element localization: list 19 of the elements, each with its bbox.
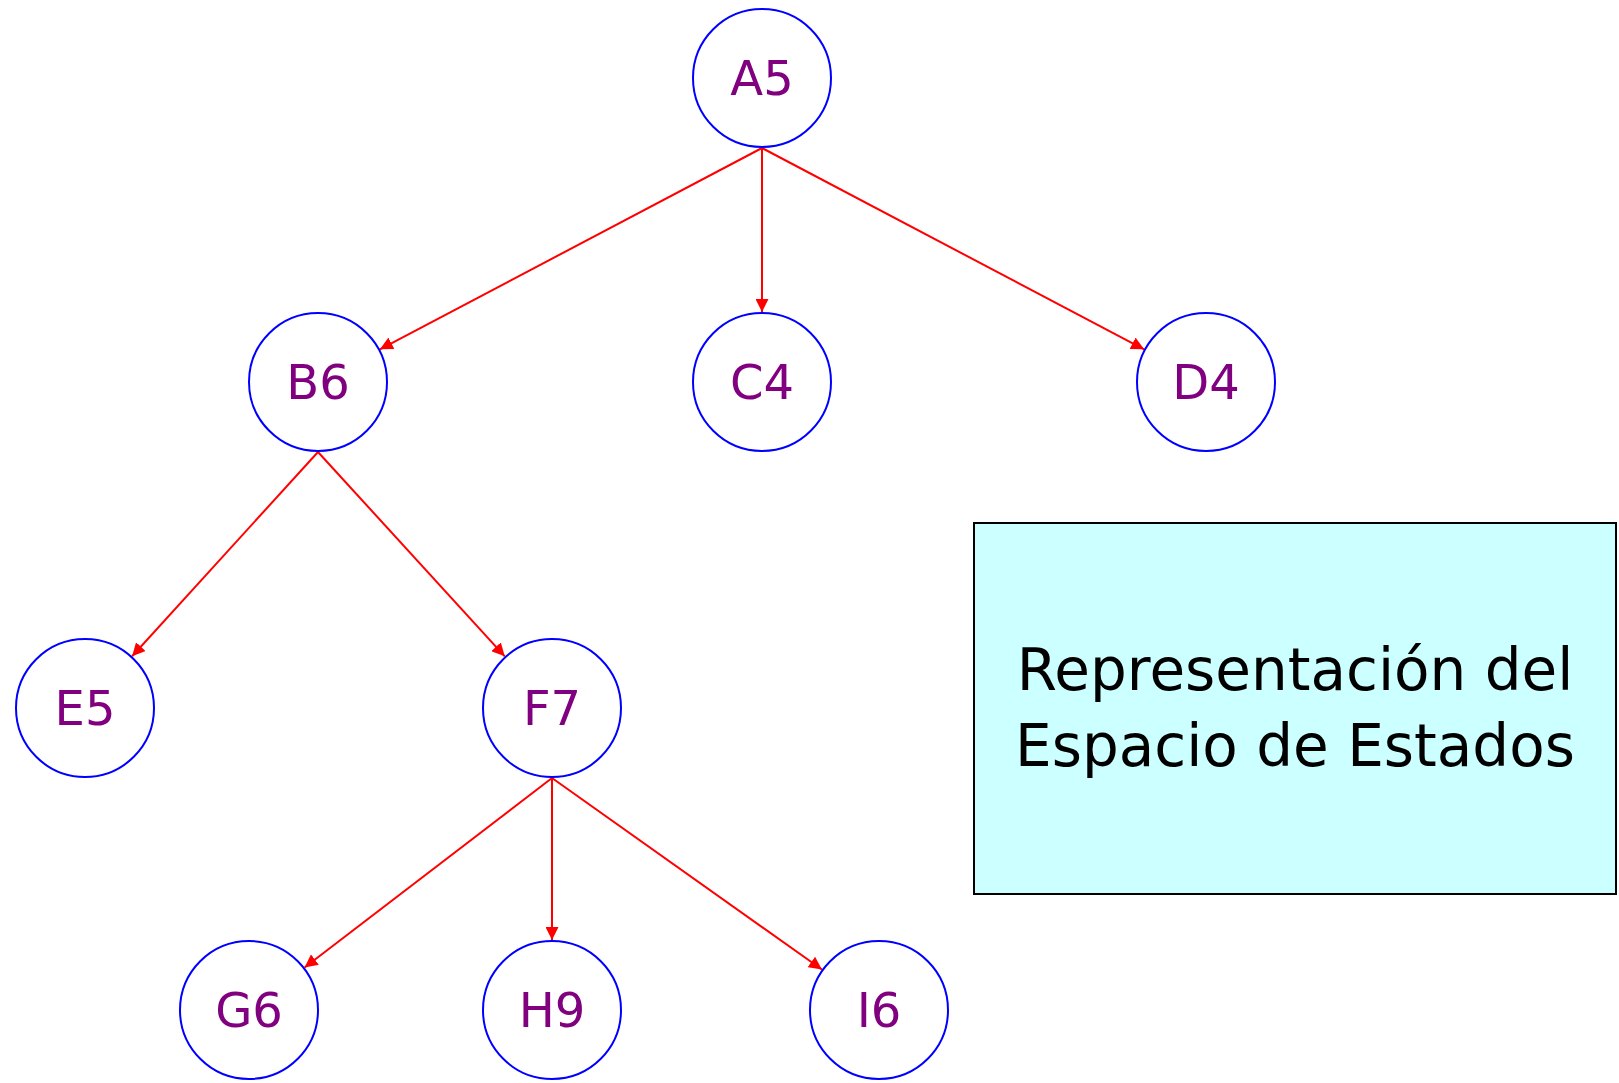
state-label: G6 [215,986,283,1034]
state-label: D4 [1172,358,1240,406]
arrow [317,451,506,658]
state-label: A5 [730,54,794,102]
state-label: C4 [729,358,795,406]
state-label: F7 [522,684,582,732]
title-panel [973,522,1617,895]
arrow [378,147,763,351]
arrow [131,451,319,658]
state-label: B6 [286,358,350,406]
arrow [755,147,769,313]
arrow [303,777,553,969]
panel-title: Representación del Espacio de Estados [1014,635,1576,782]
arrow [761,147,1146,351]
arrow [545,777,559,941]
state-label: E5 [54,684,116,732]
state-label: H9 [518,986,586,1034]
state-label: I6 [856,986,902,1034]
arrow [551,777,823,971]
